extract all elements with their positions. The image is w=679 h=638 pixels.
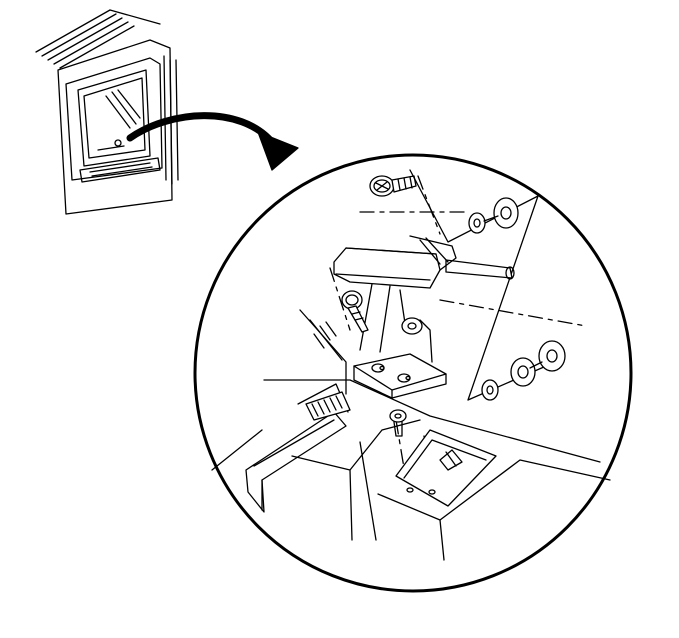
callout-arrow-icon bbox=[126, 112, 299, 171]
middle-screw-icon bbox=[341, 290, 369, 333]
small-nut-icon bbox=[389, 409, 407, 437]
latch-handle-icon bbox=[333, 235, 457, 363]
lower-washer-icon bbox=[481, 340, 566, 401]
leader-lines bbox=[329, 175, 587, 481]
body-panel-icon bbox=[211, 379, 611, 561]
latch-bracket-icon bbox=[353, 353, 447, 399]
top-screw-icon bbox=[369, 175, 417, 197]
detail-circle-icon bbox=[193, 153, 633, 593]
pivot-pin-icon bbox=[445, 259, 515, 280]
window-overview-icon bbox=[35, 9, 179, 215]
latch-assembly-detail bbox=[211, 169, 611, 561]
upper-washer-icon bbox=[468, 197, 519, 234]
seal-strip-icon bbox=[245, 309, 351, 513]
